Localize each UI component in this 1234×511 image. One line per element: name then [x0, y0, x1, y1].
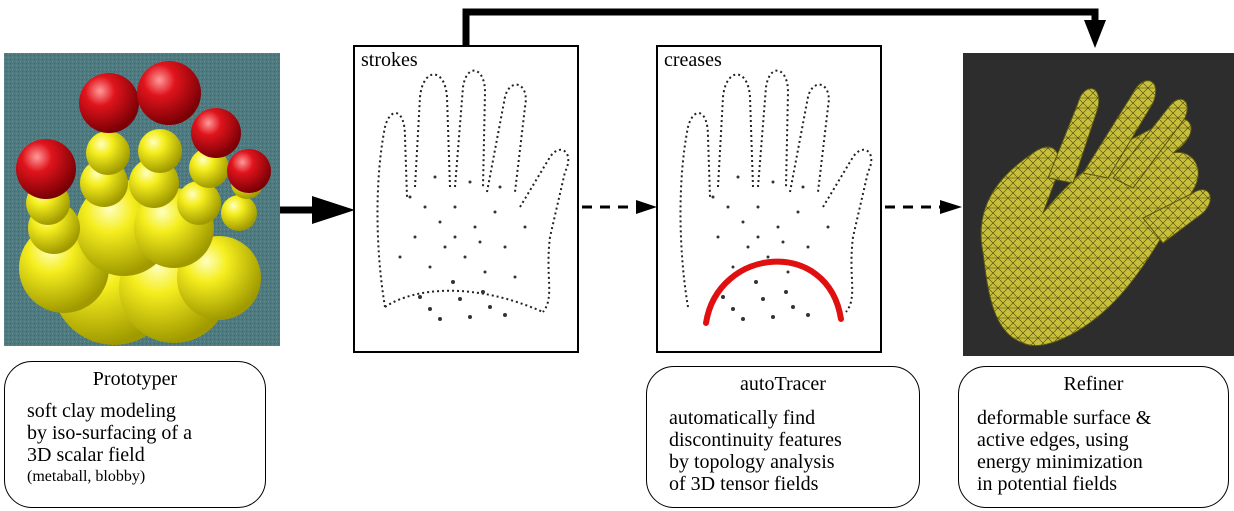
autotracer-line: of 3D tensor fields [669, 473, 842, 495]
refiner-bubble: Refiner deformable surface & active edge… [958, 366, 1229, 508]
prototyper-title: Prototyper [5, 368, 265, 391]
refiner-line: active edges, using [977, 429, 1151, 451]
refiner-title: Refiner [959, 373, 1228, 396]
prototyper-line: by iso-surfacing of a [27, 422, 192, 444]
arrow-strokes-to-creases [582, 200, 657, 214]
prototyper-line: 3D scalar field [27, 444, 192, 466]
refiner-line: energy minimization [977, 451, 1151, 473]
refiner-line: deformable surface & [977, 407, 1151, 429]
prototyper-description: soft clay modeling by iso-surfacing of a… [27, 400, 192, 488]
prototyper-small-line: (metaball, blobby) [27, 466, 192, 488]
autotracer-description: automatically find discontinuity feature… [669, 407, 842, 495]
arrow-prototyper-to-strokes [280, 196, 355, 224]
autotracer-title: autoTracer [647, 373, 919, 396]
arrow-creases-to-refiner [885, 200, 962, 214]
refiner-description: deformable surface & active edges, using… [977, 407, 1151, 495]
arrow-strokes-to-refiner-bypass [466, 12, 1106, 48]
autotracer-line: automatically find [669, 407, 842, 429]
autotracer-line: by topology analysis [669, 451, 842, 473]
autotracer-bubble: autoTracer automatically find discontinu… [646, 366, 920, 508]
refiner-line: in potential fields [977, 473, 1151, 495]
prototyper-bubble: Prototyper soft clay modeling by iso-sur… [4, 361, 266, 508]
prototyper-line: soft clay modeling [27, 400, 192, 422]
autotracer-line: discontinuity features [669, 429, 842, 451]
